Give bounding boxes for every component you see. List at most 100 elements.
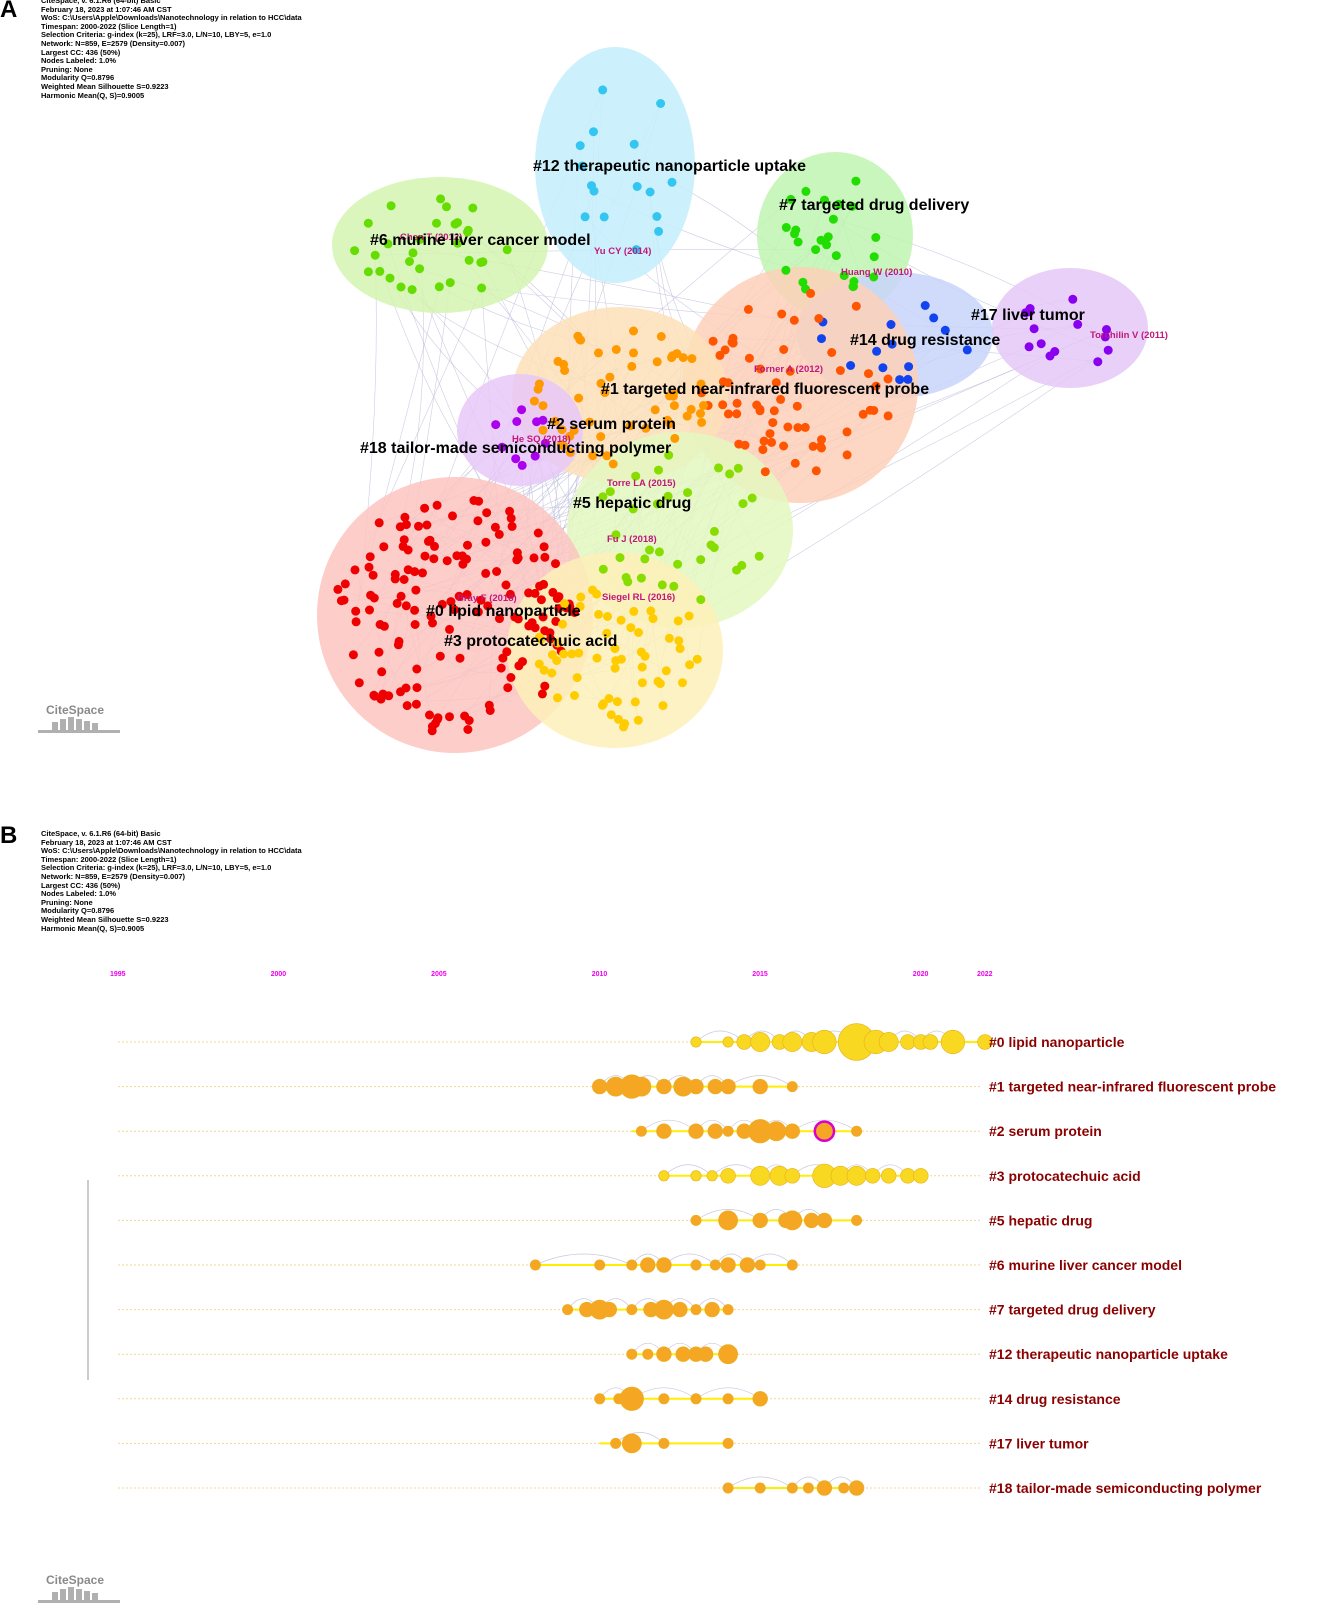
network-node — [887, 339, 897, 349]
network-node — [540, 552, 550, 562]
timeline-node — [631, 1076, 652, 1097]
network-node — [599, 212, 609, 222]
timeline-node — [690, 1259, 702, 1271]
network-node — [518, 657, 527, 667]
timeline-node — [754, 1259, 766, 1271]
network-node — [374, 518, 384, 528]
network-node — [738, 499, 748, 509]
network-node — [495, 614, 504, 624]
network-node — [396, 687, 405, 697]
network-node — [629, 348, 638, 358]
network-node — [497, 442, 507, 452]
timeline-node — [722, 1125, 734, 1137]
network-node — [390, 569, 400, 579]
network-node — [552, 656, 562, 665]
network-node — [442, 202, 451, 212]
timeline-node — [802, 1482, 814, 1494]
network-node — [476, 595, 486, 605]
network-node — [469, 496, 479, 505]
network-node — [611, 530, 621, 540]
network-node — [505, 589, 515, 599]
metadata-line: Nodes Labeled: 1.0% — [41, 889, 117, 899]
network-node — [864, 369, 873, 379]
network-node — [871, 233, 881, 242]
metadata-line: CiteSpace, v. 6.1.R6 (64-bit) Basic — [41, 829, 161, 838]
network-node — [414, 521, 423, 531]
timeline-node — [851, 1214, 863, 1226]
network-node — [641, 423, 651, 433]
timeline-node — [752, 1078, 768, 1095]
network-node — [383, 239, 393, 249]
network-node — [779, 345, 789, 354]
reference-label: Torre LA (2015) — [607, 478, 676, 489]
network-node — [610, 663, 620, 673]
network-node — [793, 237, 803, 247]
network-node — [929, 313, 939, 323]
metadata-line: Weighted Mean Silhouette S=0.9223 — [41, 81, 169, 91]
network-node — [602, 628, 612, 638]
timeline-node — [601, 1301, 617, 1318]
cluster-network-graph: Yu CY (2014)Huang W (2010)Torchilin V (2… — [317, 47, 1168, 753]
network-node — [457, 551, 467, 561]
network-node — [375, 266, 385, 276]
network-node — [637, 678, 647, 688]
network-node — [792, 401, 802, 411]
network-node — [658, 701, 668, 711]
network-node — [587, 181, 596, 191]
network-node — [633, 715, 643, 725]
timeline-node — [654, 1299, 674, 1320]
network-node — [511, 454, 521, 464]
timeline-node — [640, 1257, 656, 1273]
timeline-cluster-label: #7 targeted drug delivery — [989, 1302, 1156, 1318]
network-node — [550, 416, 560, 426]
network-node — [553, 693, 562, 703]
network-node — [539, 665, 549, 675]
network-node — [463, 540, 472, 550]
network-node — [817, 435, 826, 445]
network-node — [847, 202, 857, 211]
network-node — [551, 559, 560, 569]
timeline-node — [626, 1259, 638, 1271]
timeline-node — [619, 1386, 644, 1411]
timeline-cluster-label: #6 murine liver cancer model — [989, 1257, 1182, 1273]
timeline-row: #14 drug resistance — [118, 1386, 1121, 1411]
network-node — [351, 606, 361, 616]
network-node — [602, 451, 612, 461]
network-node — [786, 194, 796, 204]
timeline-node — [697, 1346, 714, 1362]
network-node — [503, 683, 513, 693]
network-node — [883, 411, 893, 421]
network-node — [720, 345, 730, 355]
citation-arc — [535, 1253, 632, 1266]
network-node — [605, 372, 615, 382]
network-node — [760, 467, 770, 477]
timeline-node — [851, 1125, 863, 1137]
network-node — [532, 417, 542, 427]
network-node — [920, 301, 930, 310]
network-node — [820, 195, 829, 205]
metadata-line: Largest CC: 436 (50%) — [41, 880, 121, 890]
network-node — [363, 218, 373, 228]
network-node — [1093, 357, 1103, 367]
metadata-line: Selection Criteria: g-index (k=25), LRF=… — [41, 863, 272, 873]
network-node — [708, 336, 718, 346]
network-node — [572, 673, 582, 683]
network-node — [743, 304, 753, 314]
network-node — [754, 551, 764, 561]
network-node — [385, 273, 395, 283]
network-node — [540, 681, 550, 691]
network-node — [806, 288, 816, 298]
metadata-line: Nodes Labeled: 1.0% — [41, 56, 117, 66]
network-node — [663, 415, 673, 425]
metadata-line: Weighted Mean Silhouette S=0.9223 — [41, 914, 169, 924]
citation-arc — [663, 1164, 713, 1177]
reference-label: Forner A (2012) — [754, 364, 823, 375]
network-node — [425, 535, 435, 545]
timeline-row: #2 serum protein — [118, 1119, 1102, 1144]
network-node — [673, 616, 683, 626]
timeline-cluster-label: #3 protocatechuic acid — [989, 1168, 1141, 1184]
network-node — [412, 664, 422, 674]
network-node — [350, 565, 360, 575]
network-node — [429, 554, 439, 564]
timeline-node — [690, 1036, 702, 1048]
